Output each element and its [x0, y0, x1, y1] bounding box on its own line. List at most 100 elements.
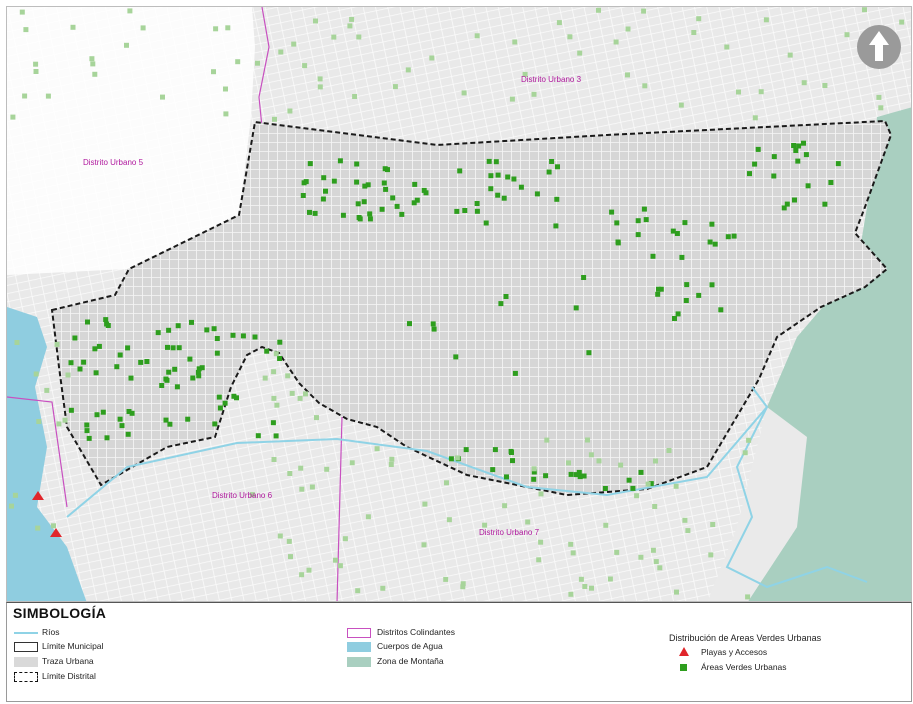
green-area-dot-outside: [596, 458, 602, 464]
green-area-dot: [483, 220, 489, 226]
green-area-dot: [383, 186, 389, 192]
map-canvas[interactable]: Distrito Urbano 3 Distrito Urbano 5 Dist…: [6, 6, 912, 602]
green-area-dot: [518, 184, 524, 190]
green-area-dot: [835, 161, 841, 167]
green-area-dot: [211, 326, 217, 332]
legend-rios: Ríos: [42, 627, 60, 637]
urban-trace-swatch: [14, 657, 38, 667]
beach-access-marker: [32, 491, 44, 500]
green-area-dot-outside: [844, 32, 850, 38]
green-area-dot-outside: [822, 83, 828, 88]
green-area-dot: [307, 161, 313, 167]
green-area-dot: [85, 319, 90, 325]
green-area-dot-outside: [272, 116, 277, 122]
green-area-dot-outside: [14, 340, 20, 345]
district-label-5: Distrito Urbano 5: [83, 158, 144, 167]
green-area-dot-outside: [862, 7, 867, 13]
green-area-dot: [546, 169, 552, 175]
green-area-dot: [492, 447, 498, 453]
green-area-dot: [365, 182, 371, 188]
district-boundary-3: [7, 396, 68, 508]
green-area-dot-outside: [277, 533, 283, 539]
district-boundary-2: [336, 416, 343, 601]
green-area-dot: [300, 193, 306, 198]
district-boundary-1: [258, 7, 270, 128]
green-area-dot-outside: [355, 588, 361, 594]
green-area-dot: [307, 209, 312, 215]
green-area-dot-outside: [736, 89, 741, 95]
green-area-dot-outside: [333, 557, 338, 563]
green-area-dot: [822, 201, 828, 207]
green-area-dot: [462, 208, 468, 213]
green-area-dot-outside: [89, 56, 95, 62]
green-area-dot: [573, 472, 579, 478]
green-area-dot-outside: [288, 554, 293, 560]
green-area-dot-outside: [51, 523, 56, 529]
green-area-dot-outside: [613, 39, 619, 45]
green-area-dot-outside: [10, 114, 16, 120]
green-area-dot: [679, 254, 685, 260]
green-area-dot: [792, 197, 797, 203]
green-area-dot: [189, 319, 194, 325]
green-area-dot: [488, 173, 494, 179]
green-area-dot-outside: [33, 371, 39, 377]
green-area-dot: [212, 421, 218, 427]
green-area-dot: [117, 352, 123, 358]
green-area-dot: [696, 292, 702, 298]
green-area-dot-outside: [650, 547, 656, 553]
green-area-dot-outside: [585, 437, 590, 443]
green-area-dot: [457, 168, 463, 174]
green-area-dot: [495, 192, 501, 198]
green-area-dot: [534, 191, 540, 197]
green-area-dot: [68, 360, 74, 366]
green-area-dot-outside: [287, 108, 293, 114]
green-area-dot-outside: [878, 105, 884, 111]
legend-distritos-colindantes: Distritos Colindantes: [377, 627, 455, 637]
green-area-dot-outside: [45, 93, 51, 99]
green-area-dot-outside: [525, 519, 531, 525]
green-area-dot: [196, 366, 202, 372]
green-area-dot: [486, 158, 492, 164]
green-area-dot-outside: [317, 84, 323, 90]
green-area-dot: [803, 152, 809, 158]
green-area-dot-outside: [421, 542, 427, 548]
river-2: [725, 406, 868, 589]
green-area-dot: [448, 456, 454, 462]
green-area-dot: [337, 158, 343, 164]
green-area-dot-outside: [691, 30, 697, 35]
green-area-dot-outside: [538, 491, 544, 497]
green-area-dot: [656, 286, 661, 292]
green-area-dot: [615, 239, 621, 245]
green-area-dot: [755, 146, 761, 152]
green-area-dot: [277, 339, 283, 345]
green-area-dot-outside: [645, 481, 651, 487]
green-area-dot: [718, 307, 724, 313]
green-area-dot-outside: [566, 460, 571, 466]
green-area-dot: [170, 345, 176, 351]
green-area-dot-outside: [223, 86, 228, 92]
green-area-dot: [531, 476, 537, 482]
green-area-dot: [674, 231, 680, 236]
green-area-dot: [81, 359, 87, 365]
green-area-dot: [84, 422, 90, 428]
green-area-dot: [781, 205, 787, 211]
green-area-dot: [431, 326, 437, 332]
green-area-dot-outside: [405, 67, 411, 73]
green-area-dot-outside: [763, 17, 769, 23]
green-area-dot-outside: [140, 25, 146, 31]
green-area-dot-outside: [255, 60, 260, 66]
mountain-swatch: [347, 657, 371, 667]
green-area-dot: [166, 327, 172, 333]
green-area-dot: [512, 370, 518, 376]
green-area-dot-outside: [302, 63, 308, 69]
green-area-dot: [126, 409, 132, 414]
green-area-dot: [430, 321, 436, 327]
green-area-dot: [72, 335, 78, 341]
green-area-dot: [176, 345, 182, 351]
green-area-dot-outside: [313, 18, 318, 24]
green-area-dot-outside: [502, 503, 508, 509]
green-area-dot: [104, 435, 110, 441]
green-area-dot: [331, 178, 337, 184]
green-area-dot: [86, 435, 92, 441]
green-area-dot-outside: [273, 351, 279, 357]
